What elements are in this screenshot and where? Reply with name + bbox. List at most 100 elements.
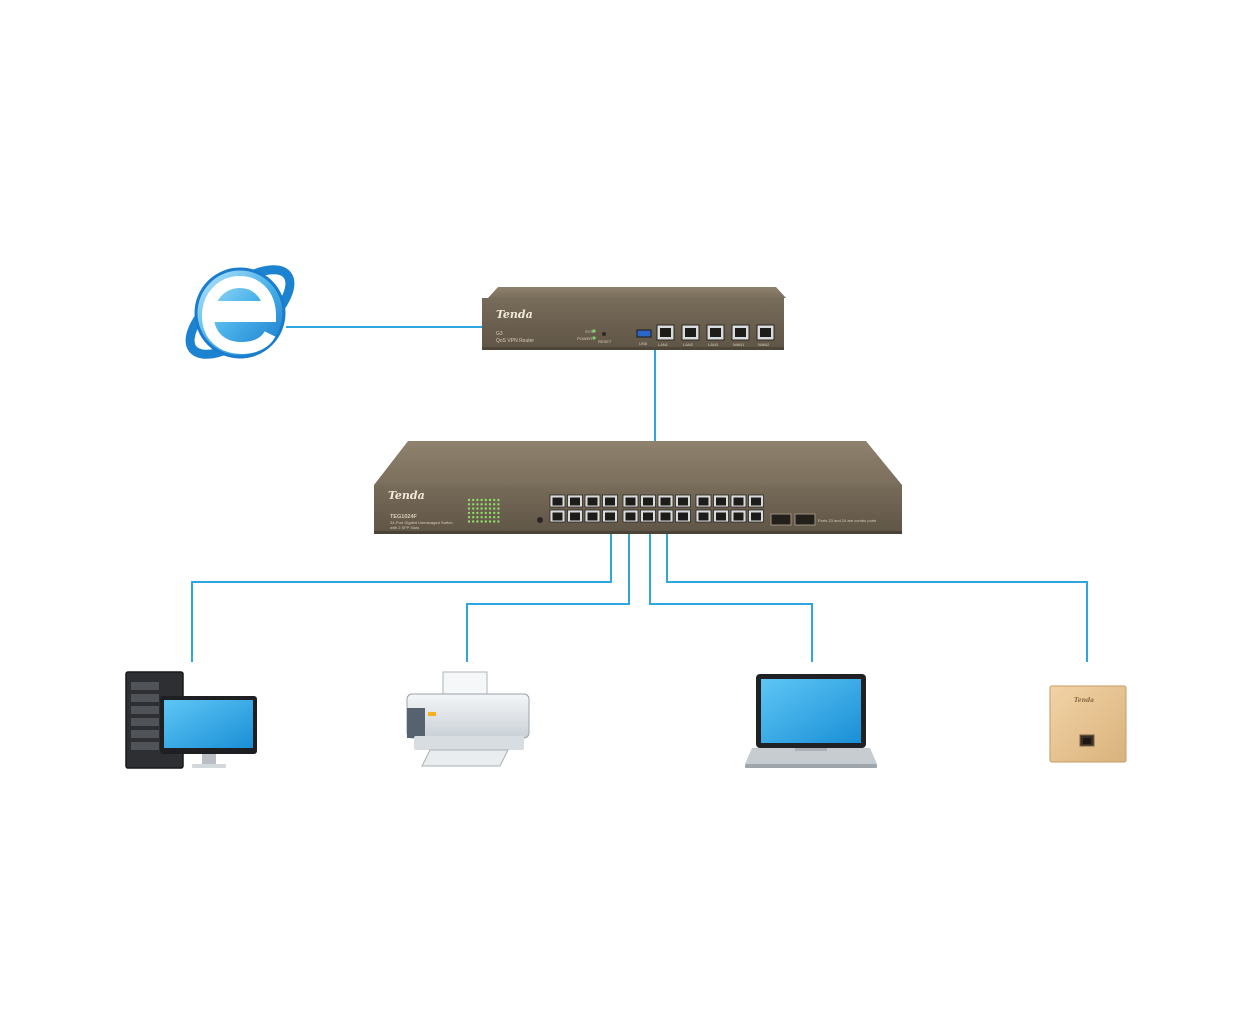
switch-led-icon (467, 520, 471, 523)
wall-access-point-icon: Tenda (1049, 685, 1127, 763)
power-led-icon (592, 336, 596, 340)
switch-led-icon (484, 507, 487, 510)
switch-port-icon (584, 494, 601, 508)
laptop-screen (761, 679, 861, 743)
router-port-icon: LAN3 (706, 324, 725, 347)
switch-led-icon (467, 503, 471, 506)
switch-led-icon (488, 511, 492, 515)
router-port-icon: LAN1 (656, 324, 675, 347)
switch-port-icon (567, 494, 583, 508)
switch-port-icon (549, 494, 566, 508)
sfp-slot-icon (770, 513, 792, 526)
switch-description-line1: 24-Port Gigabit Unmanaged Switch (390, 520, 453, 525)
switch-reset-button (537, 517, 543, 523)
switch-led-icon (493, 498, 496, 502)
switch-led-icon (480, 498, 483, 502)
switch-device: Tenda TEG1024F 24-Port Gigabit Unmanaged… (374, 441, 902, 534)
switch-led-icon (467, 516, 471, 519)
switch-led-icon (480, 516, 483, 519)
connection-lines (191, 326, 1088, 662)
switch-led-icon (467, 498, 471, 502)
switch-port-icon (640, 494, 656, 508)
router-usb-label: USB (639, 341, 648, 346)
printer-status-light (428, 712, 436, 716)
link-switch-desktop (191, 533, 612, 662)
switch-led-icon (497, 503, 500, 506)
printer-body (406, 693, 530, 739)
switch-description-line2: with 2 SFP Slots (390, 525, 419, 530)
switch-port-icon (657, 509, 674, 523)
switch-port-icon (622, 494, 639, 508)
router-port-icon: WAN1 (731, 324, 750, 347)
router-top-panel (488, 287, 786, 298)
switch-led-icon (480, 507, 483, 510)
switch-brand-logo: Tenda (388, 489, 425, 502)
switch-led-icon (488, 503, 492, 506)
switch-port-icon (602, 509, 618, 523)
paper-tray (442, 671, 488, 697)
switch-port-icon (549, 509, 566, 523)
switch-led-icon (472, 498, 475, 502)
link-switch-printer (466, 533, 630, 662)
access-point-faceplate (1049, 685, 1127, 763)
switch-led-icon (497, 498, 500, 502)
switch-led-icon (493, 516, 496, 519)
switch-led-icon (493, 511, 496, 515)
reset-button (602, 332, 606, 336)
router-port-label: WAN2 (758, 342, 770, 347)
switch-led-icon (493, 507, 496, 510)
switch-led-icon (488, 507, 492, 510)
switch-port-icon (713, 509, 729, 523)
switch-port-icon (730, 494, 747, 508)
router-reset-label: RESET (598, 339, 612, 344)
router-port-label: LAN2 (683, 342, 694, 347)
switch-port-icon (695, 494, 712, 508)
switch-status-leds (467, 498, 500, 523)
switch-led-icon (472, 507, 475, 510)
switch-led-icon (484, 498, 487, 502)
switch-led-icon (497, 520, 500, 523)
router-port-label: WAN1 (733, 342, 745, 347)
printer-icon (406, 671, 530, 767)
sfp-slot-icon (794, 513, 816, 526)
switch-port-icon (675, 509, 691, 523)
switch-port-icon (622, 509, 639, 523)
switch-port-icon (602, 494, 618, 508)
switch-led-icon (488, 516, 492, 519)
switch-led-icon (484, 503, 487, 506)
router-front-panel (482, 298, 784, 350)
router-model: G3 (496, 331, 503, 337)
router-led-power-label: POWER (577, 336, 592, 341)
switch-led-icon (497, 516, 500, 519)
switch-led-icon (472, 511, 475, 515)
switch-led-icon (472, 503, 475, 506)
switch-led-icon (484, 520, 487, 523)
router-port-label: LAN3 (708, 342, 719, 347)
switch-port-icon (657, 494, 674, 508)
switch-led-icon (476, 498, 479, 502)
switch-front-panel (374, 485, 902, 534)
switch-led-icon (493, 520, 496, 523)
switch-port-icon (640, 509, 656, 523)
switch-port-icon (675, 494, 691, 508)
switch-port-icon (748, 494, 764, 508)
switch-led-icon (480, 511, 483, 515)
switch-led-icon (480, 503, 483, 506)
switch-led-icon (476, 520, 479, 523)
switch-led-icon (484, 516, 487, 519)
switch-led-icon (480, 520, 483, 523)
link-switch-access-point (666, 533, 1088, 662)
switch-top-panel (374, 441, 902, 485)
switch-port-icon (730, 509, 747, 523)
switch-sfp-note: Ports 23 and 24 are combo ports (818, 518, 876, 523)
monitor-screen (164, 700, 253, 748)
access-point-brand-logo: Tenda (1074, 697, 1094, 704)
switch-port-icon (748, 509, 764, 523)
sys-led-icon (592, 329, 596, 333)
sfp-slots (770, 513, 816, 526)
link-switch-laptop (649, 533, 813, 662)
router-description: QoS VPN Router (496, 338, 534, 344)
switch-led-icon (476, 511, 479, 515)
switch-port-icon (584, 509, 601, 523)
switch-led-icon (488, 498, 492, 502)
